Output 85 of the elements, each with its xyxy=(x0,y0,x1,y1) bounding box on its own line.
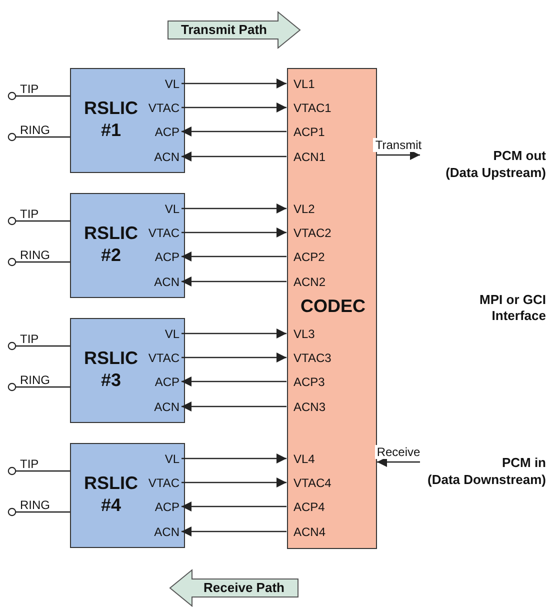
pin-label: ACP3 xyxy=(286,374,342,390)
arrow xyxy=(182,526,286,536)
pin-label: ACN3 xyxy=(286,398,342,414)
arrow xyxy=(182,152,286,162)
arrow xyxy=(182,454,286,464)
terminal-label: TIP xyxy=(12,457,52,471)
arrow xyxy=(182,502,286,512)
pin-label: VL1 xyxy=(286,76,342,92)
arrow xyxy=(377,150,420,160)
block-label: CODEC xyxy=(299,295,366,317)
pin-label: VL xyxy=(144,450,182,466)
pin-label: VTAC xyxy=(144,100,182,116)
arrow xyxy=(182,228,286,238)
wire xyxy=(8,258,70,266)
pin-label: ACP xyxy=(144,498,182,514)
signal-name: PCM in xyxy=(500,454,546,471)
arrow xyxy=(182,402,286,412)
signal-name: (Data Downstream) xyxy=(426,471,546,488)
pin-label: ACP4 xyxy=(286,498,342,514)
chip-block xyxy=(70,68,185,173)
terminal-label: RING xyxy=(12,123,60,137)
path-label: Transmit Path xyxy=(180,22,268,38)
pin-label: ACN4 xyxy=(286,524,342,540)
pin-label: VTAC xyxy=(144,350,182,366)
arrow xyxy=(182,478,286,488)
signal-name: (Data Upstream) xyxy=(444,164,546,181)
chip-block xyxy=(287,68,377,549)
terminal-label: RING xyxy=(12,498,60,512)
pin-label: VTAC2 xyxy=(286,224,342,240)
pin-label: ACN xyxy=(144,148,182,164)
terminal-label: TIP xyxy=(12,82,52,96)
terminal-label: TIP xyxy=(12,332,52,346)
chip-block xyxy=(70,193,185,298)
path-label: Receive Path xyxy=(202,580,286,596)
pin-label: VL2 xyxy=(286,200,342,216)
arrow xyxy=(182,126,286,136)
pin-label: ACP xyxy=(144,248,182,264)
pin-label: ACP xyxy=(144,374,182,390)
edge-label: Transmit xyxy=(373,138,424,152)
arrow xyxy=(182,204,286,214)
pin-label: VTAC3 xyxy=(286,350,342,366)
pin-label: ACN1 xyxy=(286,148,342,164)
wire xyxy=(8,216,70,226)
arrow xyxy=(182,252,286,262)
arrow xyxy=(377,457,420,467)
wire xyxy=(8,342,70,350)
arrow xyxy=(182,376,286,386)
arrow xyxy=(182,328,286,338)
pin-label: VL4 xyxy=(286,450,342,466)
wire xyxy=(8,92,70,100)
block-label: RSLIC #1 xyxy=(83,97,139,141)
pin-label: VL xyxy=(144,76,182,92)
pin-label: ACN xyxy=(144,398,182,414)
pin-label: ACN xyxy=(144,274,182,290)
pin-label: VTAC xyxy=(144,474,182,490)
block-label: RSLIC #2 xyxy=(83,222,139,266)
wire xyxy=(8,466,70,476)
pin-label: VL xyxy=(144,200,182,216)
pin-label: VTAC1 xyxy=(286,100,342,116)
pin-label: VTAC4 xyxy=(286,474,342,490)
block-label: RSLIC #4 xyxy=(83,472,139,516)
pin-label: ACP2 xyxy=(286,248,342,264)
edge-label: Receive xyxy=(374,445,422,459)
block-label: RSLIC #3 xyxy=(83,347,139,391)
pin-label: ACN2 xyxy=(286,274,342,290)
pin-label: VL3 xyxy=(286,326,342,342)
chip-block xyxy=(70,318,185,423)
arrow xyxy=(182,102,286,112)
terminal-label: RING xyxy=(12,248,60,262)
wire xyxy=(8,382,70,392)
chip-block xyxy=(70,443,185,548)
pin-label: ACP1 xyxy=(286,124,342,140)
interface-label: MPI or GCI Interface xyxy=(478,292,546,324)
wire xyxy=(8,132,70,142)
wire xyxy=(8,508,70,516)
pin-label: VTAC xyxy=(144,224,182,240)
terminal-label: RING xyxy=(12,373,60,387)
arrow xyxy=(182,276,286,286)
arrow xyxy=(182,352,286,362)
pin-label: ACN xyxy=(144,524,182,540)
signal-name: PCM out xyxy=(492,147,546,164)
terminal-label: TIP xyxy=(12,207,52,221)
pin-label: ACP xyxy=(144,124,182,140)
pin-label: VL xyxy=(144,326,182,342)
arrow xyxy=(182,78,286,88)
